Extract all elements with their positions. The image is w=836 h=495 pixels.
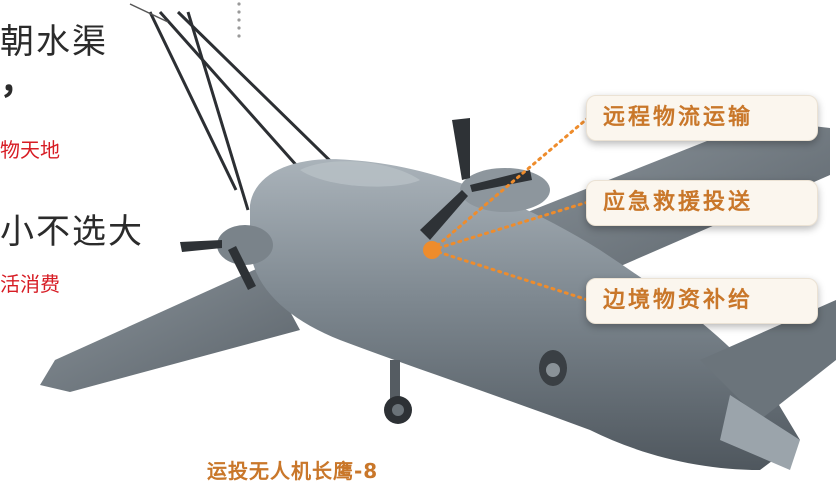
tag-long-distance-logistics: 远程物流运输 (586, 95, 818, 141)
headline-fragment-1: 朝水渠 (0, 22, 108, 62)
left-propeller (180, 240, 256, 290)
tag-border-supply: 边境物资补给 (586, 278, 818, 324)
right-propeller (420, 118, 532, 240)
drone-caption: 运投无人机长鹰-8 (207, 459, 379, 483)
fuselage (250, 159, 800, 470)
tail-fin (700, 300, 836, 420)
left-wing (40, 265, 300, 392)
landing-gear (384, 350, 567, 424)
callout-origin-dot (423, 241, 441, 259)
headline-fragment-2: 小不选大 (0, 212, 144, 252)
canopy (300, 161, 420, 187)
tag-emergency-rescue: 应急救援投送 (586, 180, 818, 226)
red-text-fragment-1: 物天地 (0, 138, 60, 162)
red-text-fragment-2: 活消费 (0, 272, 60, 296)
callout-lines (430, 116, 590, 302)
left-engine (217, 225, 273, 265)
headline-comma: ， (0, 61, 37, 102)
dotted-divider (237, 2, 241, 38)
